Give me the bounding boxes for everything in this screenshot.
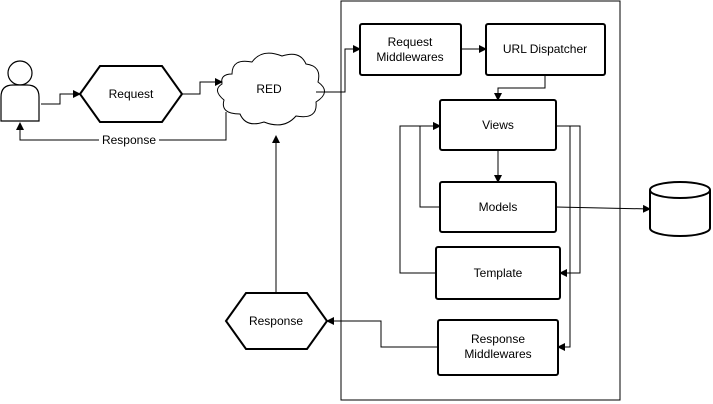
edge-url-dispatcher-to-views bbox=[494, 75, 546, 101]
response-middlewares-line2: Middlewares bbox=[464, 347, 531, 361]
database-icon bbox=[649, 181, 711, 237]
edge-user-to-request bbox=[41, 90, 81, 105]
template-label: Template bbox=[474, 266, 523, 280]
response-middlewares-node: Response Middlewares bbox=[437, 319, 559, 376]
response-edge-label-bg bbox=[99, 132, 159, 147]
edge-template-to-views bbox=[399, 122, 441, 274]
edge-red-to-request-middlewares bbox=[316, 45, 361, 93]
edge-response-middlewares-to-response bbox=[326, 317, 438, 348]
request-middlewares-node: Request Middlewares bbox=[359, 23, 462, 76]
edge-request-to-red bbox=[182, 78, 223, 95]
request-node: Request bbox=[78, 65, 184, 123]
url-dispatcher-label: URL Dispatcher bbox=[503, 42, 587, 56]
red-cloud-node: RED bbox=[217, 52, 325, 126]
request-middlewares-line2: Middlewares bbox=[376, 50, 443, 64]
views-node: Views bbox=[439, 99, 557, 151]
red-label: RED bbox=[256, 82, 282, 96]
response-middlewares-line1: Response bbox=[471, 332, 525, 346]
edge-models-to-database bbox=[555, 204, 651, 213]
response-edge-label: Response bbox=[102, 133, 156, 147]
models-label: Models bbox=[479, 200, 518, 214]
request-middlewares-line1: Request bbox=[388, 35, 433, 49]
request-label: Request bbox=[109, 87, 154, 101]
views-label: Views bbox=[482, 118, 514, 132]
template-node: Template bbox=[435, 246, 561, 300]
models-node: Models bbox=[439, 181, 557, 233]
edge-views-to-response-middlewares bbox=[556, 125, 571, 351]
response-hex-label: Response bbox=[249, 314, 303, 328]
user-icon bbox=[0, 60, 40, 122]
url-dispatcher-node: URL Dispatcher bbox=[485, 23, 606, 76]
response-node: Response bbox=[224, 292, 329, 350]
